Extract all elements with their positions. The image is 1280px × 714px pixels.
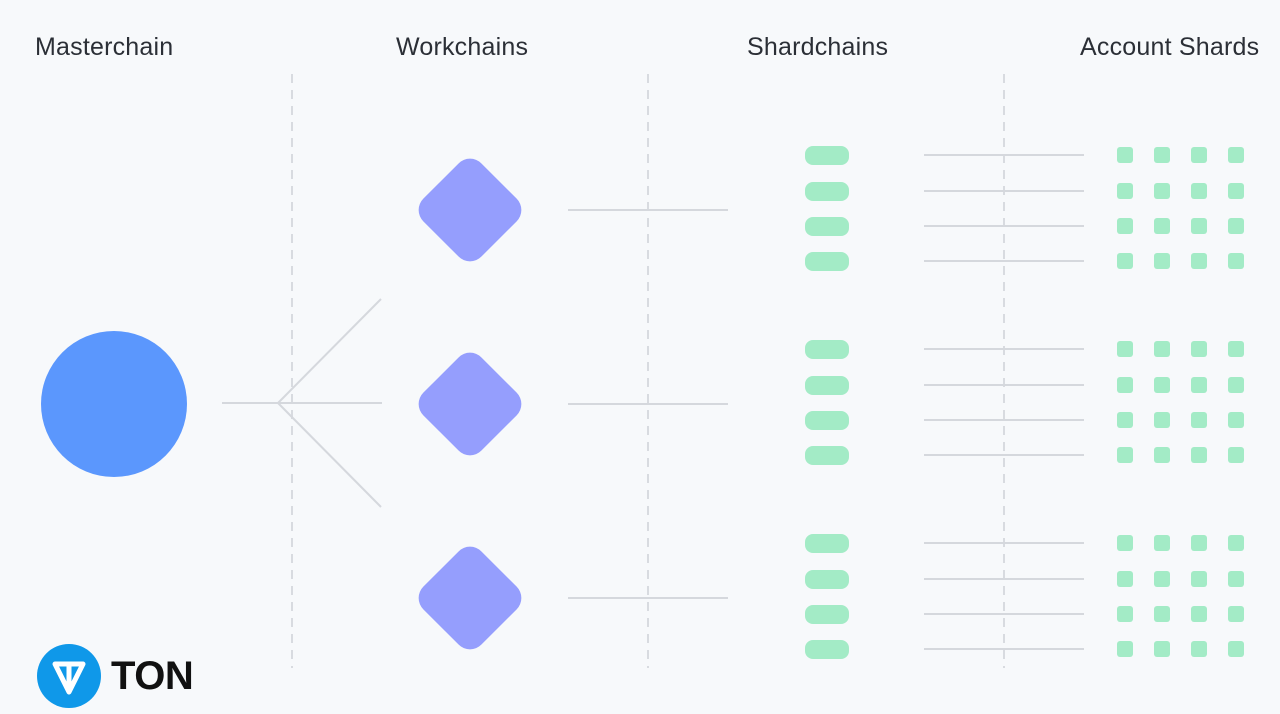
account-shard: [1154, 377, 1170, 393]
account-shard: [1191, 571, 1207, 587]
account-shard: [1154, 535, 1170, 551]
account-shard: [1154, 447, 1170, 463]
account-shard: [1117, 412, 1133, 428]
account-shard: [1228, 447, 1244, 463]
account-shard: [1154, 147, 1170, 163]
shardchain-pill: [805, 252, 849, 271]
masterchain-title: Masterchain: [35, 33, 174, 61]
account-shard: [1228, 571, 1244, 587]
shardchain-pill: [805, 217, 849, 236]
workchain-node: [418, 546, 522, 650]
workchains-title: Workchains: [396, 33, 529, 61]
masterchain-node: [41, 331, 187, 477]
account-shard: [1154, 641, 1170, 657]
account-shard: [1228, 147, 1244, 163]
masterchain-link-down: [277, 402, 382, 508]
shardchain-pill: [805, 640, 849, 659]
workchain-diamond: [418, 546, 522, 650]
shardchain-pill: [805, 534, 849, 553]
account-shard: [1228, 641, 1244, 657]
account-shard: [1154, 571, 1170, 587]
account-shard: [1191, 341, 1207, 357]
account-shard: [1117, 147, 1133, 163]
workchain-node: [418, 158, 522, 262]
account-shard: [1191, 447, 1207, 463]
workchain-diamond: [418, 158, 522, 262]
shardchain-pill: [805, 570, 849, 589]
account-shard: [1117, 377, 1133, 393]
account-shard: [1117, 571, 1133, 587]
account-shard: [1228, 606, 1244, 622]
account-shard: [1154, 412, 1170, 428]
account-shard: [1154, 253, 1170, 269]
account-shard: [1228, 535, 1244, 551]
account-shard: [1117, 535, 1133, 551]
account-shard: [1191, 606, 1207, 622]
account-shard: [1117, 183, 1133, 199]
shardchain-pill: [805, 182, 849, 201]
account-shard: [1117, 447, 1133, 463]
account-shard: [1191, 535, 1207, 551]
workchain-node: [418, 352, 522, 456]
account-shard: [1154, 218, 1170, 234]
account-shard: [1228, 341, 1244, 357]
account-shard: [1117, 253, 1133, 269]
account-shard: [1154, 341, 1170, 357]
account-shard: [1228, 218, 1244, 234]
account-shard: [1117, 606, 1133, 622]
shardchain-pill: [805, 411, 849, 430]
workchain-diamond: [418, 352, 522, 456]
shardchain-pill: [805, 146, 849, 165]
ton-logo: TON: [37, 644, 194, 708]
account-shard: [1228, 377, 1244, 393]
account-shard: [1191, 412, 1207, 428]
account-shard: [1228, 183, 1244, 199]
shardchain-pill: [805, 446, 849, 465]
account-shard: [1228, 412, 1244, 428]
account-shard: [1191, 218, 1207, 234]
account-shard: [1228, 253, 1244, 269]
shardchain-pill: [805, 605, 849, 624]
account-shard: [1191, 183, 1207, 199]
masterchain-link-up: [277, 298, 382, 404]
shardchain-pill: [805, 376, 849, 395]
account-shard: [1191, 147, 1207, 163]
shardchains-title: Shardchains: [747, 33, 889, 61]
account-shard: [1117, 218, 1133, 234]
account-shard: [1191, 641, 1207, 657]
ton-logo-text: TON: [111, 653, 194, 698]
shardchain-pill: [805, 340, 849, 359]
account-shard: [1154, 606, 1170, 622]
account-shards-title: Account Shards: [1080, 33, 1260, 61]
account-shard: [1191, 377, 1207, 393]
account-shard: [1117, 641, 1133, 657]
account-shard: [1191, 253, 1207, 269]
account-shard: [1117, 341, 1133, 357]
account-shard: [1154, 183, 1170, 199]
ton-logo-icon: [37, 644, 101, 708]
